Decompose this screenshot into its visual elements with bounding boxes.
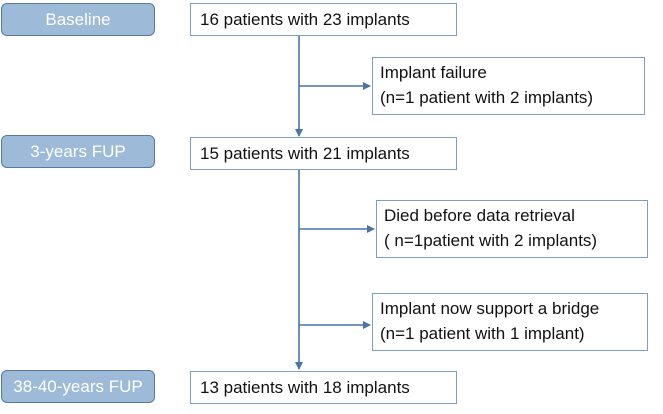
- exclusion-title: Implant failure: [380, 63, 487, 82]
- stage-label-baseline: Baseline: [1, 3, 155, 36]
- exclusion-box-bridge: Implant now support a bridge (n=1 patien…: [372, 293, 648, 351]
- three-year-count-box: 15 patients with 21 implants: [190, 137, 457, 170]
- stage-label-3-years-fup: 3-years FUP: [1, 135, 155, 168]
- exclusion-title: Died before data retrieval: [384, 206, 575, 225]
- exclusion-detail: (n=1 patient with 2 implants): [380, 88, 594, 107]
- baseline-count-box: 16 patients with 23 implants: [190, 3, 457, 36]
- exclusion-title: Implant now support a bridge: [380, 299, 600, 318]
- exclusion-box-died: Died before data retrieval ( n=1patient …: [376, 200, 648, 258]
- exclusion-detail: (n=1 patient with 1 implant): [380, 324, 585, 343]
- exclusion-detail: ( n=1patient with 2 implants): [384, 231, 598, 250]
- final-count-box: 13 patients with 18 implants: [190, 371, 457, 404]
- stage-label-38-40-years-fup: 38-40-years FUP: [1, 370, 155, 403]
- exclusion-box-implant-failure: Implant failure (n=1 patient with 2 impl…: [372, 57, 645, 115]
